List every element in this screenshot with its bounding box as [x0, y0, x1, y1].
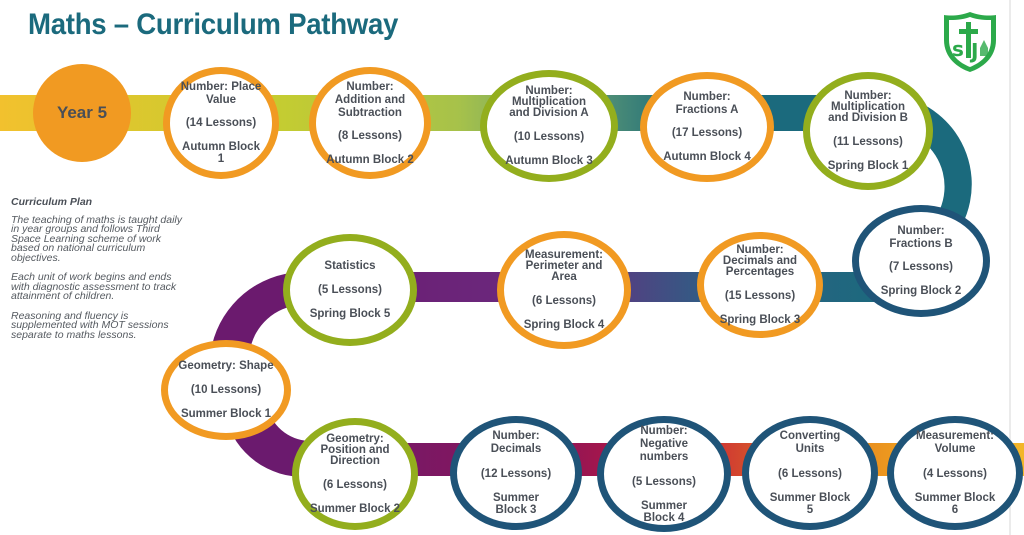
block-topic: Number: Fractions B — [889, 225, 953, 250]
block-node[interactable]: Measurement: Perimeter and Area (6 Lesso… — [497, 231, 631, 349]
block-lessons: (5 Lessons) — [632, 475, 696, 488]
curriculum-plan-paragraph: Reasoning and fluency is supplemented wi… — [11, 309, 169, 341]
block-lessons: (11 Lessons) — [833, 135, 903, 148]
block-term: Summer Block 6 — [914, 492, 996, 516]
page-edge-divider — [1009, 0, 1011, 535]
block-node[interactable]: Number: Fractions A (17 Lessons) Autumn … — [640, 72, 774, 182]
block-topic: Measurement: Volume — [916, 430, 994, 455]
year-badge: Year 5 — [33, 64, 131, 162]
block-term: Summer Block 1 — [180, 407, 272, 420]
svg-text:J: J — [969, 39, 978, 63]
block-term: Summer Block 5 — [769, 492, 851, 516]
block-topic: Number: Place Value — [180, 81, 262, 106]
block-node[interactable]: Number: Place Value (14 Lessons) Autumn … — [163, 67, 279, 179]
block-lessons: (12 Lessons) — [480, 468, 552, 480]
block-lessons: (17 Lessons) — [671, 127, 743, 139]
block-term: Autumn Block 1 — [182, 141, 260, 165]
block-topic: Statistics — [324, 259, 376, 272]
block-topic: Measurement: Perimeter and Area — [525, 248, 603, 283]
block-lessons: (6 Lessons) — [532, 294, 596, 307]
block-term: Summer Block 4 — [640, 499, 688, 524]
block-term: Spring Block 2 — [880, 285, 962, 297]
block-node[interactable]: Number: Fractions B (7 Lessons) Spring B… — [852, 205, 990, 317]
svg-text:s: s — [952, 37, 964, 61]
block-term: Spring Block 5 — [309, 307, 391, 320]
block-lessons: (7 Lessons) — [889, 261, 953, 273]
block-lessons: (10 Lessons) — [190, 383, 262, 396]
block-node[interactable]: Number: Decimals (12 Lessons) Summer Blo… — [450, 416, 582, 530]
block-lessons: (14 Lessons) — [185, 117, 257, 129]
block-lessons: (15 Lessons) — [724, 289, 796, 302]
block-term: Autumn Block 3 — [505, 154, 593, 167]
school-crest-icon: s J — [944, 12, 996, 72]
page-title: Maths – Curriculum Pathway — [28, 8, 399, 41]
block-term: Autumn Block 4 — [663, 151, 751, 163]
block-term: Summer Block 2 — [309, 502, 401, 515]
block-term: Spring Block 4 — [523, 318, 605, 331]
block-topic: Geometry: Shape — [178, 359, 274, 372]
block-lessons: (4 Lessons) — [923, 468, 987, 480]
block-topic: Geometry: Position and Direction — [320, 432, 390, 467]
curriculum-plan-paragraph: Each unit of work begins and ends with d… — [11, 271, 177, 302]
block-node[interactable]: Converting Units (6 Lessons) Summer Bloc… — [742, 416, 878, 530]
block-topic: Number: Multiplication and Division A — [509, 84, 589, 119]
curriculum-plan: Curriculum Plan The teaching of maths is… — [11, 196, 186, 350]
block-node[interactable]: Geometry: Shape (10 Lessons) Summer Bloc… — [161, 340, 291, 440]
block-node[interactable]: Number: Multiplication and Division B (1… — [803, 72, 933, 190]
block-topic: Number: Decimals and Percentages — [722, 243, 798, 278]
block-term: Spring Block 1 — [827, 159, 909, 172]
block-term: Spring Block 3 — [719, 313, 801, 326]
block-term: Autumn Block 2 — [326, 153, 414, 166]
curriculum-plan-paragraph: The teaching of maths is taught daily in… — [11, 213, 183, 264]
block-topic: Number: Negative numbers — [639, 424, 689, 463]
block-topic: Number: Fractions A — [675, 91, 739, 116]
block-node[interactable]: Measurement: Volume (4 Lessons) Summer B… — [887, 416, 1023, 530]
curriculum-plan-heading: Curriculum Plan — [11, 196, 93, 208]
block-lessons: (6 Lessons) — [323, 478, 387, 491]
block-topic: Converting Units — [779, 430, 841, 455]
block-lessons: (10 Lessons) — [513, 130, 585, 143]
block-node[interactable]: Geometry: Position and Direction (6 Less… — [292, 418, 418, 530]
block-term: Summer Block 3 — [492, 492, 540, 516]
block-topic: Number: Multiplication and Division B — [828, 89, 908, 124]
track-curve-left — [212, 272, 300, 350]
block-node[interactable]: Number: Multiplication and Division A (1… — [480, 70, 618, 182]
block-topic: Number: Addition and Subtraction — [334, 80, 406, 119]
block-node[interactable]: Number: Addition and Subtraction (8 Less… — [309, 67, 431, 179]
block-topic: Number: Decimals — [490, 430, 542, 455]
block-lessons: (8 Lessons) — [338, 129, 402, 142]
block-node[interactable]: Statistics (5 Lessons) Spring Block 5 — [283, 234, 417, 346]
block-node[interactable]: Number: Negative numbers (5 Lessons) Sum… — [597, 416, 731, 532]
block-lessons: (5 Lessons) — [318, 283, 382, 296]
block-lessons: (6 Lessons) — [778, 468, 842, 480]
block-node[interactable]: Number: Decimals and Percentages (15 Les… — [697, 232, 823, 338]
